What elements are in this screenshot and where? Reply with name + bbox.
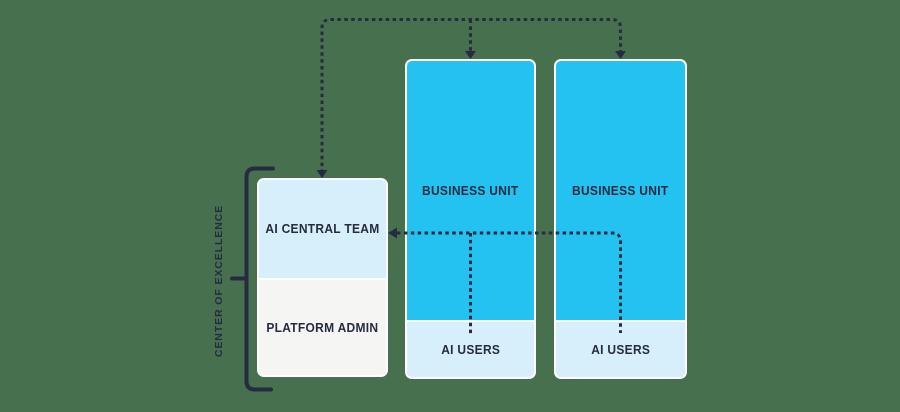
ai-users-2-label: AI USERS — [590, 342, 650, 357]
arrow-left-central-team-icon — [388, 227, 397, 239]
arrow-down-central-team-icon — [316, 170, 328, 178]
arrow-down-business-unit-2-icon — [615, 51, 626, 59]
ai-users-1-box: AI USERS — [405, 320, 536, 379]
platform-admin-label: PLATFORM ADMIN — [266, 320, 379, 335]
center-of-excellence-group: AI CENTRAL TEAM PLATFORM ADMIN — [257, 178, 388, 377]
business-unit-1-column: BUSINESS UNIT AI USERS — [405, 59, 536, 379]
business-unit-2-box: BUSINESS UNIT — [554, 59, 687, 322]
ai-users-2-box: AI USERS — [554, 320, 687, 379]
ai-users-1-label: AI USERS — [440, 342, 500, 357]
business-unit-2-label: BUSINESS UNIT — [572, 183, 669, 198]
platform-admin-box: PLATFORM ADMIN — [257, 278, 388, 377]
center-of-excellence-label: CENTER OF EXCELLENCE — [213, 204, 225, 358]
arrow-down-business-unit-1-icon — [465, 51, 476, 59]
ai-central-team-label: AI CENTRAL TEAM — [265, 222, 380, 236]
business-unit-1-label: BUSINESS UNIT — [422, 183, 519, 198]
ai-central-team-box: AI CENTRAL TEAM — [257, 178, 388, 280]
business-unit-1-box: BUSINESS UNIT — [405, 59, 536, 322]
business-unit-2-column: BUSINESS UNIT AI USERS — [554, 59, 687, 379]
